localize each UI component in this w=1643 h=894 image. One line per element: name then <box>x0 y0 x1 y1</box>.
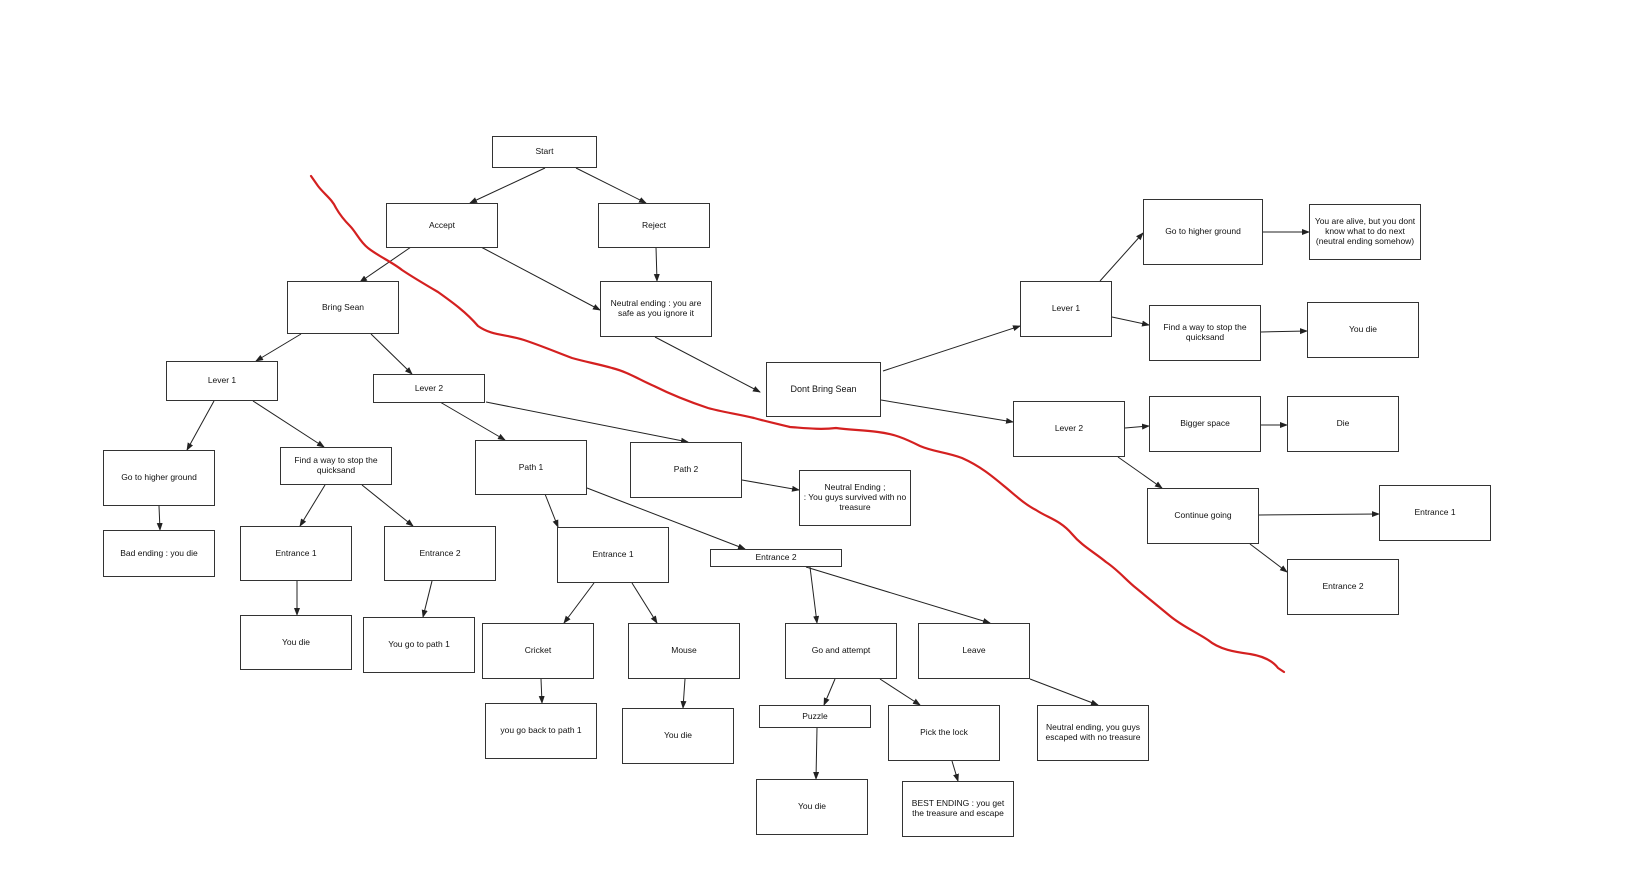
connector-arrow <box>252 400 325 448</box>
node-right-go-higher-ground: Go to higher ground <box>1143 199 1263 265</box>
connector-arrow <box>439 401 506 441</box>
node-path-1: Path 1 <box>475 440 587 495</box>
connector-arrow <box>370 333 413 375</box>
connector-arrow <box>544 493 559 528</box>
connector-arrow <box>1260 328 1308 335</box>
connector-arrow <box>186 400 215 451</box>
connector-arrow <box>1117 456 1163 489</box>
connector-arrow <box>421 580 433 618</box>
node-bad-ending: Bad ending : you die <box>103 530 215 577</box>
connector-arrow <box>653 246 660 282</box>
node-right-entrance-1: Entrance 1 <box>1379 485 1491 541</box>
node-right-entrance-2: Entrance 2 <box>1287 559 1399 615</box>
connector-arrow <box>575 167 647 204</box>
node-right-stop-quicksand: Find a way to stop the quicksand <box>1149 305 1261 361</box>
connector-arrow <box>805 566 991 624</box>
node-mouse: Mouse <box>628 623 740 679</box>
node-you-are-alive-neutral: You are alive, but you dont know what to… <box>1309 204 1421 260</box>
connector-arrow <box>485 401 689 444</box>
connector-arrow <box>741 479 800 492</box>
node-left-go-higher-ground: Go to higher ground <box>103 450 215 506</box>
node-left-entrance-1: Entrance 1 <box>240 526 352 581</box>
connector-arrow <box>813 727 820 780</box>
connector-arrow <box>1124 423 1150 430</box>
connector-arrow <box>680 678 687 709</box>
connector-arrow <box>586 487 746 550</box>
connector-arrow <box>563 582 595 624</box>
connector-arrow <box>1258 511 1380 518</box>
node-mouse-you-die: You die <box>622 708 734 764</box>
node-best-ending: BEST ENDING : you get the treasure and e… <box>902 781 1014 837</box>
node-right-lever-2: Lever 2 <box>1013 401 1125 457</box>
connector-arrow <box>879 678 921 706</box>
connector-arrow <box>1029 678 1099 706</box>
node-bigger-space: Bigger space <box>1149 396 1261 452</box>
connector-arrow <box>255 333 302 362</box>
connector-arrow <box>823 678 836 706</box>
node-puzzle-you-die: You die <box>756 779 868 835</box>
connector-arrow <box>951 760 959 782</box>
node-cricket: Cricket <box>482 623 594 679</box>
connector-arrow <box>882 325 1021 372</box>
connector-arrow <box>809 566 820 624</box>
node-you-go-to-path-1: You go to path 1 <box>363 617 475 673</box>
node-left-lever-2: Lever 2 <box>373 374 485 403</box>
node-neutral-ending-no-treasure: Neutral Ending ; : You guys survived wit… <box>799 470 911 526</box>
node-reject: Reject <box>598 203 710 248</box>
node-left-stop-quicksand: Find a way to stop the quicksand <box>280 447 392 485</box>
node-left-you-die: You die <box>240 615 352 670</box>
node-path1-entrance-1: Entrance 1 <box>557 527 669 583</box>
arrow-layer <box>156 167 1380 782</box>
connector-arrow <box>156 505 163 531</box>
node-left-lever-1: Lever 1 <box>166 361 278 401</box>
node-right-you-die: You die <box>1307 302 1419 358</box>
node-leave: Leave <box>918 623 1030 679</box>
connector-arrow <box>469 167 546 204</box>
node-left-entrance-2: Entrance 2 <box>384 526 496 581</box>
node-path-2: Path 2 <box>630 442 742 498</box>
node-go-and-attempt: Go and attempt <box>785 623 897 679</box>
connector-arrow <box>480 246 601 311</box>
red-annotation-line <box>309 174 1286 674</box>
connector-arrow <box>1111 316 1150 327</box>
connector-arrow <box>631 582 658 624</box>
connector-arrow <box>880 399 1014 424</box>
node-go-back-to-path-1: you go back to path 1 <box>485 703 597 759</box>
node-accept: Accept <box>386 203 498 248</box>
node-pick-the-lock: Pick the lock <box>888 705 1000 761</box>
node-neutral-ending-ignore: Neutral ending : you are safe as you ign… <box>600 281 712 337</box>
node-continue-going: Continue going <box>1147 488 1259 544</box>
node-die: Die <box>1287 396 1399 452</box>
node-start: Start <box>492 136 597 168</box>
connector-arrow <box>1249 543 1288 573</box>
connector-arrow <box>654 336 761 393</box>
connector-arrow <box>1099 232 1144 282</box>
connector-arrow <box>299 484 326 527</box>
connector-arrow <box>538 678 545 704</box>
connector-arrow <box>359 246 412 283</box>
node-neutral-ending-escaped: Neutral ending, you guys escaped with no… <box>1037 705 1149 761</box>
node-bring-sean: Bring Sean <box>287 281 399 334</box>
node-puzzle: Puzzle <box>759 705 871 728</box>
node-path1-entrance-2: Entrance 2 <box>710 549 842 567</box>
connector-arrow <box>361 484 414 527</box>
node-dont-bring-sean: Dont Bring Sean <box>766 362 881 417</box>
node-right-lever-1: Lever 1 <box>1020 281 1112 337</box>
